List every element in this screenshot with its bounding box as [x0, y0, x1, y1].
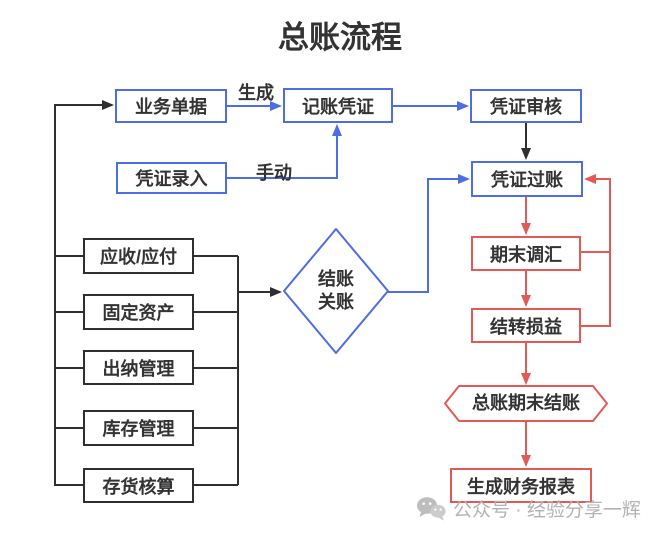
- gl-period-end-closing-hexagon: [444, 385, 608, 422]
- watermark: 公众号 · 经验分享一辉: [416, 495, 641, 522]
- node-inventory-management: 库存管理: [83, 410, 194, 446]
- watermark-text: 公众号 · 经验分享一辉: [453, 500, 641, 521]
- closing-decision-line2: 关账: [318, 292, 354, 312]
- wechat-icon: [417, 497, 446, 521]
- edge-diamond-to-posting: [388, 174, 470, 293]
- closing-decision-line1: 结账: [318, 268, 354, 289]
- node-cashier-management: 出纳管理: [83, 350, 194, 385]
- node-accounting-voucher: 记账凭证: [283, 88, 393, 123]
- node-profit-loss-carryover: 结转损益: [471, 308, 581, 343]
- closing-decision-diamond: [283, 228, 389, 354]
- edge-label-generate: 生成: [238, 83, 274, 103]
- node-generate-financial-reports: 生成财务报表: [450, 468, 592, 503]
- red-wires: [521, 174, 611, 467]
- gl-period-end-closing-label: 总账期末结账: [472, 392, 580, 413]
- node-voucher-review: 凭证审核: [470, 89, 582, 123]
- node-voucher-posting: 凭证过账: [471, 161, 583, 197]
- edge-modules-to-business-documents: [54, 100, 114, 486]
- closing-decision-label: 结账 关账: [296, 265, 376, 317]
- blue-wires: [227, 101, 470, 293]
- edge-entry-to-voucher: [227, 124, 342, 179]
- edge-feedback-to-posting: [581, 174, 611, 327]
- black-wires: [54, 100, 531, 486]
- node-business-documents: 业务单据: [115, 89, 227, 123]
- node-stock-accounting: 存货核算: [83, 468, 194, 503]
- node-period-end-revaluation: 期末调汇: [471, 236, 581, 271]
- node-fixed-assets: 固定资产: [83, 294, 194, 330]
- node-voucher-entry: 凭证录入: [116, 162, 227, 194]
- node-ar-ap: 应收/应付: [83, 238, 194, 274]
- edge-label-manual: 手动: [256, 163, 292, 183]
- page-title: 总账流程: [278, 20, 402, 55]
